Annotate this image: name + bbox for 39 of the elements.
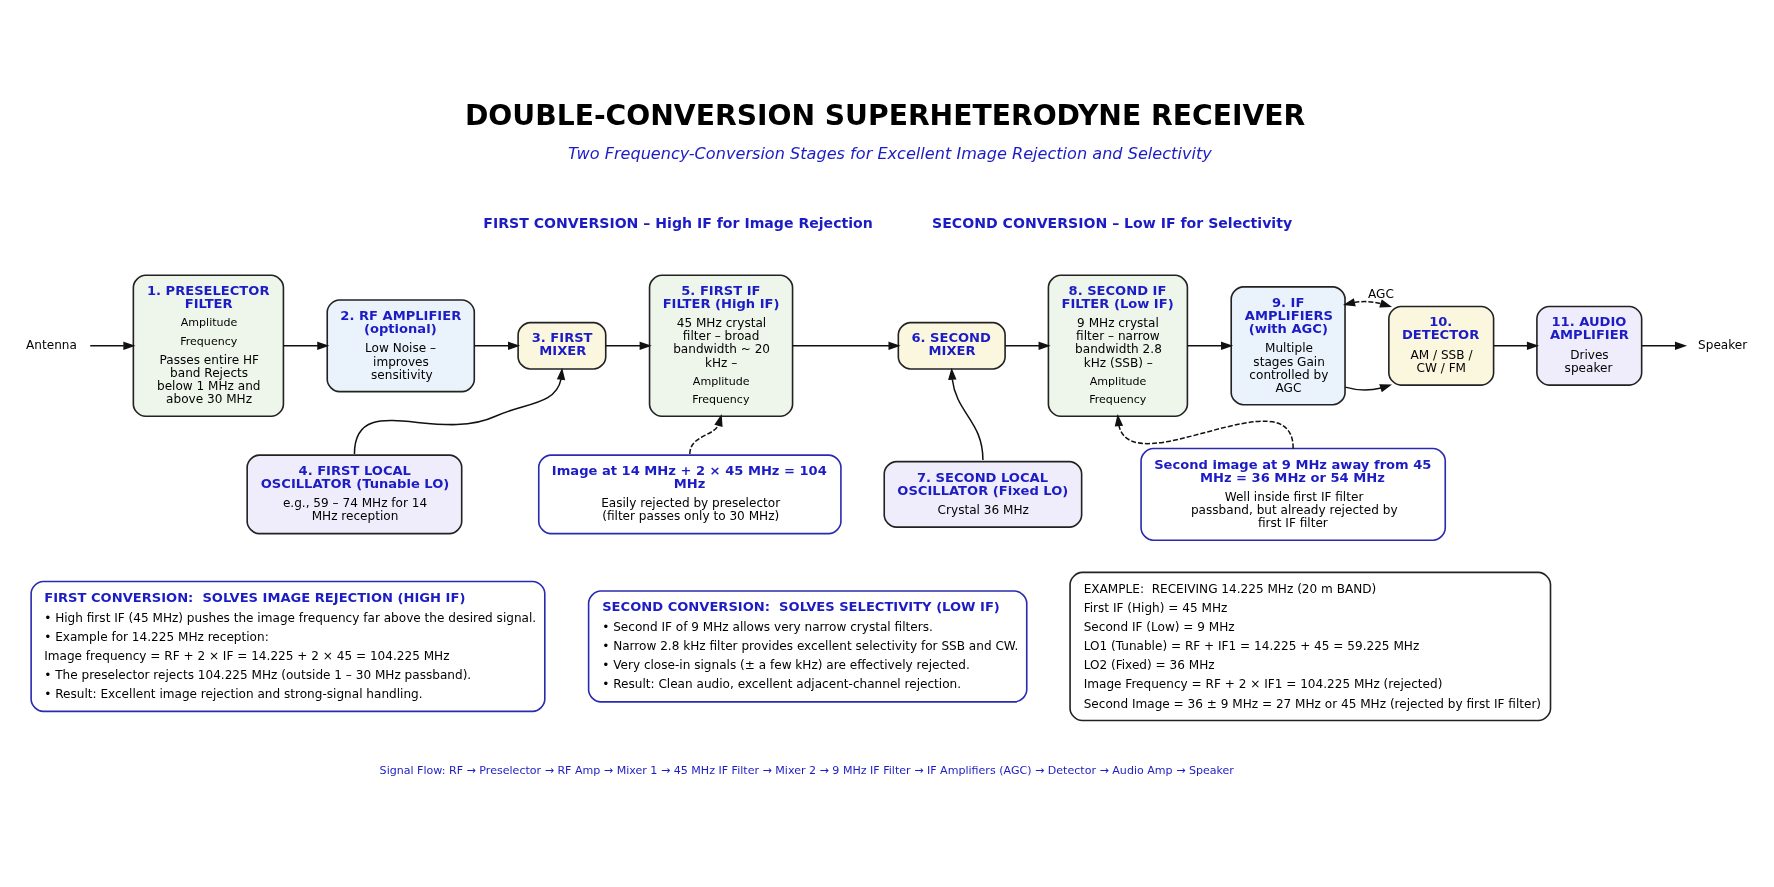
node-box: 1. PRESELECTOR FILTER Amplitude Frequency Passes entire HF band Rejects below 1 MHz and above 30 MHz bbox=[132, 274, 285, 417]
node-box: FIRST CONVERSION: SOLVES IMAGE REJECTION (HIGH IF) • High first IF (45 MHz) pushes the image frequency far above the desired signal. • Example for 14.225 MHz reception: Image frequency = RF + 2 × IF = 14.225 + 2 × 45 = 104.225 MHz • The preselector rejects 104.225 MHz (outside 1 – 30 MHz passband). • Result: Excellent image rejection and strong-signal handling. bbox=[30, 580, 546, 712]
arrow bbox=[1493, 341, 1539, 350]
node-box: 11. AUDIO AMPLIFIER Drives speaker bbox=[1536, 305, 1643, 386]
node-text: Antenna bbox=[26, 337, 77, 352]
node-box: Second image at 9 MHz away from 45 MHz = 36 MHz or 54 MHz Well inside first IF filter passband, but already rejected by first IF filter bbox=[1140, 447, 1447, 541]
arrow bbox=[473, 341, 521, 350]
node-box: 4. FIRST LOCAL OSCILLATOR (Tunable LO) e.g., 59 – 74 MHz for 14 MHz reception bbox=[246, 453, 463, 534]
node-text: Speaker bbox=[1698, 337, 1748, 352]
arrow bbox=[1186, 341, 1234, 350]
node-box: EXAMPLE: RECEIVING 14.225 MHz (20 m BAND) First IF (High) = 45 MHz Second IF (Low) = 9 MHz LO1 (Tunable) = RF + IF1 = 14.225 + 45 = 59.225 MHz LO2 (Fixed) = 36 MHz Image Frequency = RF + 2 × IF1 = 104.225 MHz (rejected) Second Image = 36 ± 9 MHz = 27 MHz or 45 MHz (rejected by first IF filter) bbox=[1069, 571, 1552, 721]
label: FIRST CONVERSION – High IF for Image Rejection bbox=[483, 214, 873, 231]
label: SECOND CONVERSION – Low IF for Selectivity bbox=[932, 214, 1293, 231]
arrow bbox=[1344, 383, 1393, 392]
edge-label: AGC bbox=[1368, 286, 1394, 301]
arrow bbox=[282, 341, 330, 350]
arrow bbox=[1004, 341, 1051, 350]
node-box: 7. SECOND LOCAL OSCILLATOR (Fixed LO) Crystal 36 MHz bbox=[883, 460, 1083, 528]
arrow bbox=[1343, 297, 1393, 307]
arrow bbox=[353, 367, 566, 455]
arrow bbox=[89, 341, 136, 350]
node-box: 8. SECOND IF FILTER (Low IF) 9 MHz crystal filter – narrow bandwidth 2.8 kHz (SSB) – Amplitude Frequency bbox=[1047, 274, 1189, 417]
label: Signal Flow: RF → Preselector → RF Amp → Mixer 1 → 45 MHz IF Filter → Mixer 2 → 9 MHz IF Filter → IF Amplifiers (AGC) → Detector → Audio Amp → Speaker bbox=[379, 763, 1234, 777]
arrow bbox=[948, 367, 984, 461]
node-box: 5. FIRST IF FILTER (High IF) 45 MHz crystal filter – broad bandwidth ~ 20 kHz – Amplitude Frequency bbox=[648, 274, 794, 417]
label: Two Frequency-Conversion Stages for Excellent Image Rejection and Selectivity bbox=[567, 143, 1212, 163]
node-box: Image at 14 MHz + 2 × 45 MHz = 104 MHz Easily rejected by preselector (filter passes only to 30 MHz) bbox=[537, 453, 842, 534]
node-box: SECOND CONVERSION: SOLVES SELECTIVITY (LOW IF) • Second IF of 9 MHz allows very narrow crystal filters. • Narrow 2.8 kHz filter provides excellent selectivity for SSB and CW. • Very close-in signals (± a few kHz) are effectively rejected. • Result: Clean audio, excellent adjacent-channel rejection. bbox=[587, 589, 1028, 703]
arrow bbox=[791, 341, 901, 350]
node-box: 10. DETECTOR AM / SSB / CW / FM bbox=[1388, 305, 1495, 386]
node-box: 9. IF AMPLIFIERS (with AGC) Multiple stages Gain controlled by AGC bbox=[1230, 285, 1346, 406]
node-box: 3. FIRST MIXER bbox=[517, 321, 607, 370]
node-box: 2. RF AMPLIFIER (optional) Low Noise – improves sensitivity bbox=[326, 298, 476, 392]
arrow bbox=[1114, 413, 1294, 449]
arrow bbox=[1641, 341, 1688, 350]
diagram-title: DOUBLE-CONVERSION SUPERHETERODYNE RECEIVER bbox=[464, 98, 1306, 132]
arrow bbox=[605, 341, 652, 350]
node-box: 6. SECOND MIXER bbox=[897, 321, 1006, 370]
arrow bbox=[689, 413, 723, 455]
